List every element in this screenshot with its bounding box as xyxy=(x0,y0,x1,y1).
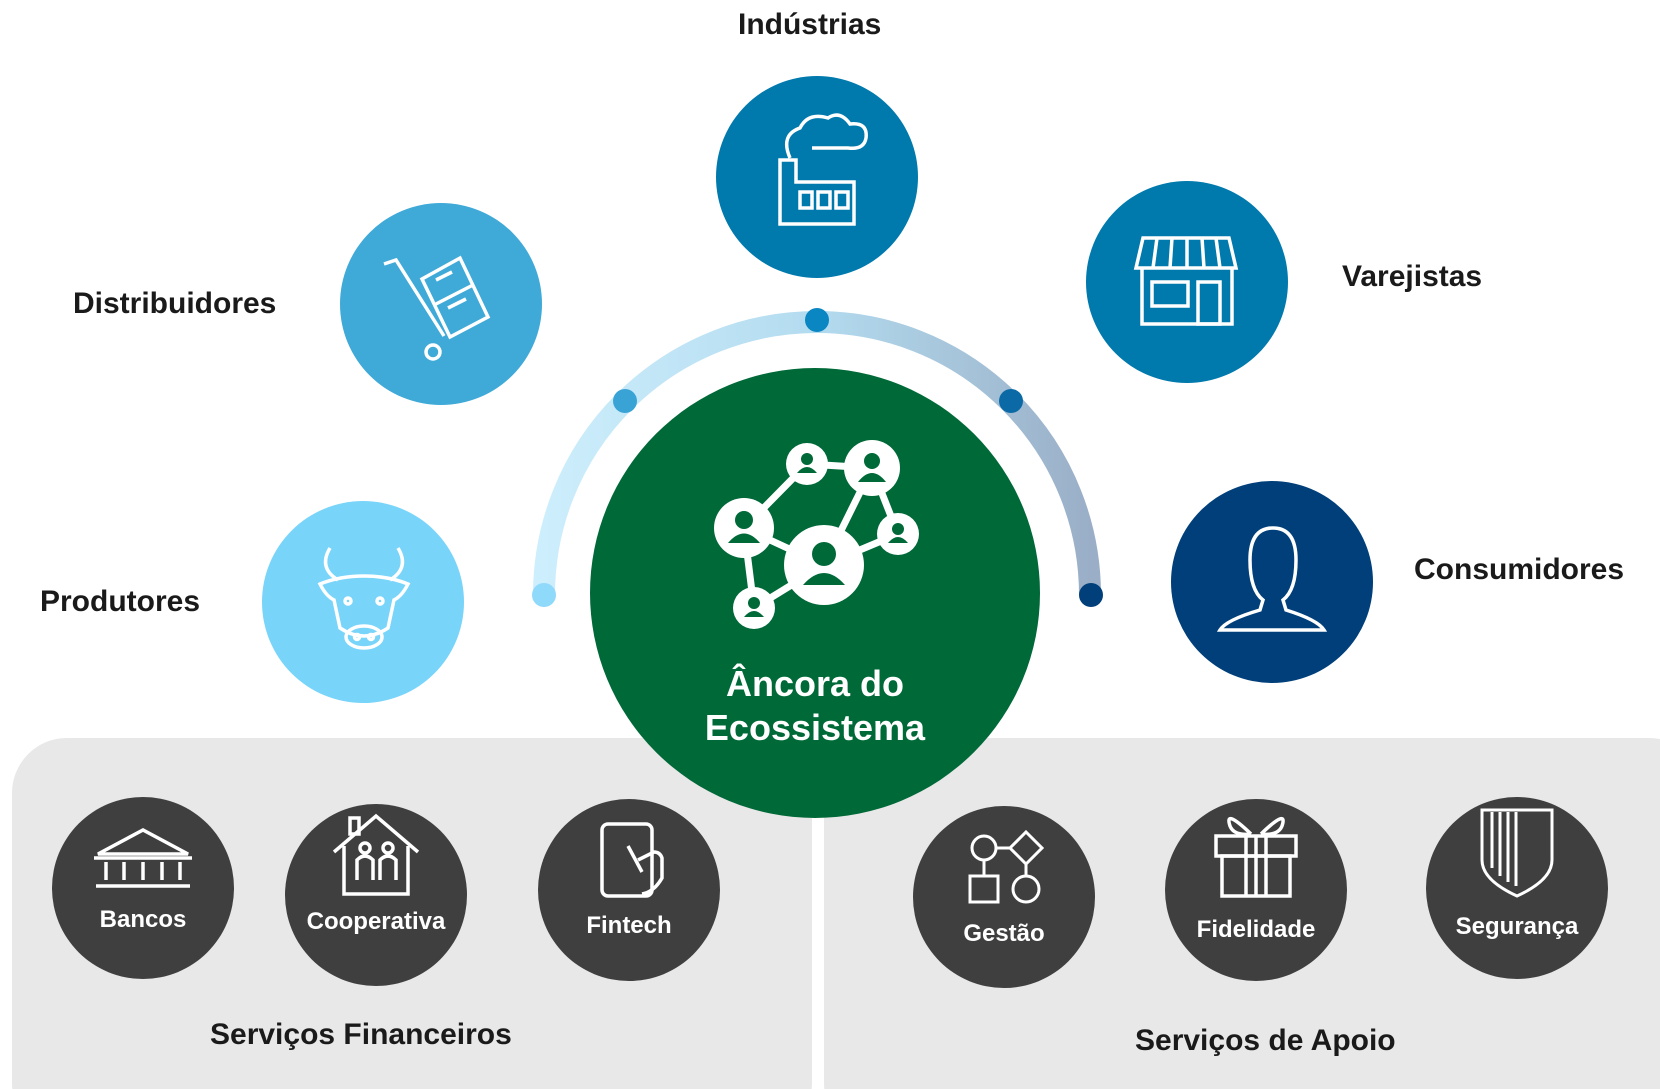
ecosystem-anchor-line1: Âncora do xyxy=(725,663,904,704)
consumidores-label: Consumidores xyxy=(1414,553,1625,586)
financial-services-title: Serviços Financeiros xyxy=(210,1018,512,1051)
produtores-circle xyxy=(262,501,464,703)
seguranca-circle xyxy=(1426,797,1608,979)
ecosystem-anchor-line2: Ecossistema xyxy=(704,707,926,748)
flowchart-icon xyxy=(968,829,1045,904)
arc-node-top xyxy=(805,308,829,332)
distribuidores-circle xyxy=(340,203,542,405)
tablet-touch-icon xyxy=(600,822,664,898)
industrias-label: Indústrias xyxy=(738,8,882,41)
storefront-icon xyxy=(1133,236,1239,326)
bank-icon xyxy=(94,828,192,888)
seguranca-label: Segurança xyxy=(1455,913,1579,940)
fintech-circle xyxy=(538,799,720,981)
distribuidores-label: Distribuidores xyxy=(73,287,277,320)
shield-icon xyxy=(1480,808,1554,898)
person-icon xyxy=(1216,526,1328,632)
fidelidade-label: Fidelidade xyxy=(1196,916,1316,943)
bancos-label: Bancos xyxy=(99,906,187,933)
bull-icon xyxy=(317,547,411,650)
ecosystem-anchor-title: Âncora do Ecossistema xyxy=(640,662,990,750)
gift-icon xyxy=(1214,816,1298,898)
fintech-label: Fintech xyxy=(586,912,672,939)
network-people-icon xyxy=(714,440,919,629)
varejistas-label: Varejistas xyxy=(1342,260,1483,293)
arc-node-right-end xyxy=(1079,583,1103,607)
factory-icon xyxy=(778,113,868,226)
industrias-circle xyxy=(716,76,918,278)
produtores-label: Produtores xyxy=(40,585,201,618)
arc-node-left-end xyxy=(532,583,556,607)
consumidores-circle xyxy=(1171,481,1373,683)
arc-node-right xyxy=(999,389,1023,413)
arc-node-left xyxy=(613,389,637,413)
bancos-circle xyxy=(52,797,234,979)
cooperativa-label: Cooperativa xyxy=(306,908,446,935)
gestao-label: Gestão xyxy=(963,920,1045,947)
gestao-circle xyxy=(913,806,1095,988)
hand-truck-icon xyxy=(383,255,491,361)
house-people-icon xyxy=(332,813,420,896)
support-services-title: Serviços de Apoio xyxy=(1135,1024,1396,1057)
